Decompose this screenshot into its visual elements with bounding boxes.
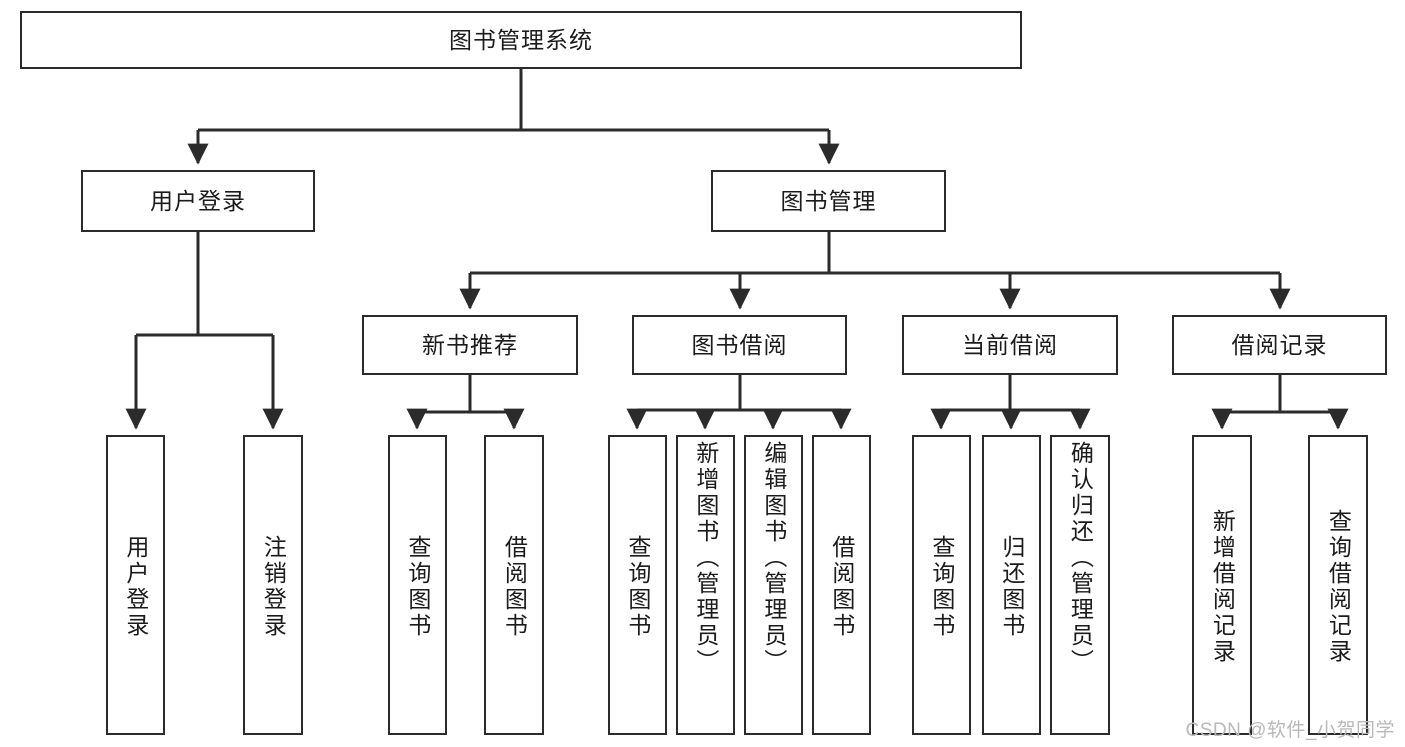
- node-book-manage-label: 图书管理: [780, 187, 877, 214]
- leaf-query-book-rec-label: 查询图书: [404, 535, 431, 639]
- leaf-user-logout-label: 注销登录: [260, 535, 287, 639]
- leaf-return-book[interactable]: 归还图书: [982, 435, 1041, 735]
- node-book-borrow[interactable]: 图书借阅: [632, 315, 847, 375]
- leaf-query-record[interactable]: 查询借阅记录: [1308, 435, 1368, 735]
- node-borrow-record-label: 借阅记录: [1231, 331, 1328, 358]
- leaf-borrow-book-rec-label: 借阅图书: [501, 535, 528, 639]
- node-book-manage[interactable]: 图书管理: [711, 170, 946, 232]
- leaf-query-book-rec[interactable]: 查询图书: [388, 435, 447, 735]
- leaf-edit-book-label: 编辑图书（管理员）: [760, 441, 787, 675]
- leaf-query-book-borrow[interactable]: 查询图书: [608, 435, 667, 735]
- leaf-return-book-label: 归还图书: [998, 535, 1025, 639]
- leaf-user-login-label: 用户登录: [122, 535, 149, 639]
- node-root-label: 图书管理系统: [449, 26, 593, 53]
- leaf-query-book-borrow-label: 查询图书: [624, 535, 651, 639]
- node-borrow-record[interactable]: 借阅记录: [1172, 315, 1387, 375]
- leaf-add-book[interactable]: 新增图书（管理员）: [676, 435, 735, 735]
- node-new-book-rec-label: 新书推荐: [422, 331, 518, 358]
- leaf-add-record-label: 新增借阅记录: [1209, 509, 1236, 665]
- node-book-borrow-label: 图书借阅: [691, 331, 788, 358]
- node-new-book-rec[interactable]: 新书推荐: [362, 315, 578, 375]
- leaf-borrow-book-rec[interactable]: 借阅图书: [484, 435, 544, 735]
- leaf-borrow-book-label: 借阅图书: [828, 535, 855, 639]
- leaf-edit-book[interactable]: 编辑图书（管理员）: [744, 435, 803, 735]
- node-root[interactable]: 图书管理系统: [20, 11, 1022, 69]
- leaf-query-book-current[interactable]: 查询图书: [912, 435, 971, 735]
- watermark: CSDN @软件_小贺同学: [1185, 720, 1395, 741]
- node-user-login-label: 用户登录: [150, 187, 246, 214]
- leaf-add-record[interactable]: 新增借阅记录: [1192, 435, 1252, 735]
- leaf-confirm-return[interactable]: 确认归还（管理员）: [1050, 435, 1110, 735]
- node-user-login[interactable]: 用户登录: [81, 170, 315, 232]
- leaf-user-login[interactable]: 用户登录: [106, 435, 165, 735]
- leaf-user-logout[interactable]: 注销登录: [243, 435, 303, 735]
- leaf-borrow-book[interactable]: 借阅图书: [812, 435, 871, 735]
- node-current-borrow[interactable]: 当前借阅: [902, 315, 1118, 375]
- node-current-borrow-label: 当前借阅: [962, 331, 1058, 358]
- leaf-query-book-current-label: 查询图书: [928, 535, 955, 639]
- leaf-query-record-label: 查询借阅记录: [1325, 509, 1352, 665]
- leaf-add-book-label: 新增图书（管理员）: [692, 441, 719, 675]
- leaf-confirm-return-label: 确认归还（管理员）: [1067, 441, 1094, 675]
